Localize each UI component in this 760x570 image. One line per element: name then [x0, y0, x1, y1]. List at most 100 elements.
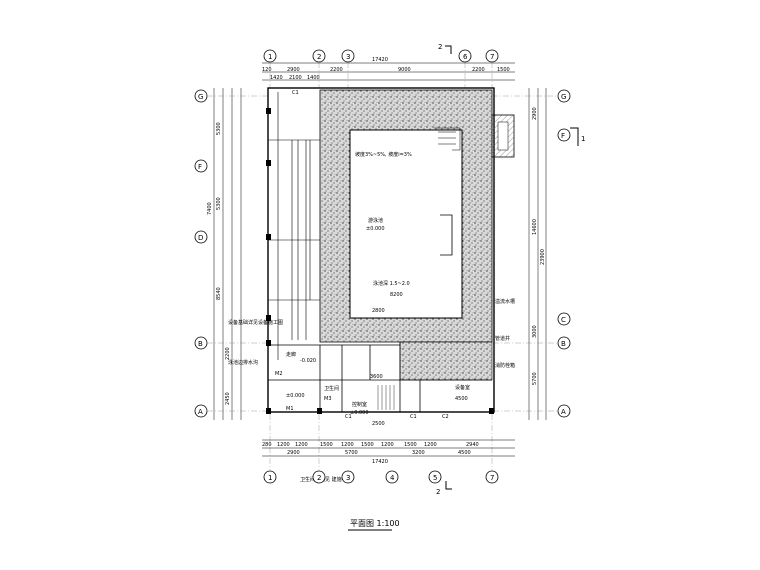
note-left-2: 泳池边排水沟 — [228, 359, 258, 366]
svg-text:F: F — [561, 132, 565, 140]
stair — [377, 385, 395, 410]
wc-label: 卫生间 — [324, 385, 339, 392]
dim-top-2100: 2100 — [289, 75, 302, 81]
svg-text:3: 3 — [346, 53, 350, 61]
column-1 — [266, 108, 271, 114]
svg-text:G: G — [561, 93, 566, 101]
bottom-dimensions — [262, 439, 515, 457]
svg-text:2: 2 — [317, 474, 321, 482]
grid-bubble-bottom-5: 5 — [428, 470, 442, 484]
dim-bottom-2900: 2900 — [287, 450, 300, 456]
note-right-3: 消防栓箱 — [495, 362, 515, 369]
dim-top-2200b: 2200 — [472, 67, 485, 73]
dim-2800: 2800 — [372, 308, 385, 314]
svg-text:5: 5 — [433, 474, 437, 482]
svg-text:C: C — [561, 316, 566, 324]
grid-bubble-left-A: A — [194, 404, 208, 418]
dim-top-1420: 1420 — [270, 75, 283, 81]
svg-text:1: 1 — [268, 474, 272, 482]
grid-bubble-right-G: G — [557, 89, 571, 103]
grid-bubble-bottom-1: 1 — [263, 470, 277, 484]
section-mark-bottom: 2 — [436, 481, 452, 496]
section-mark-right: 1 — [570, 127, 585, 146]
north-projection-inner — [497, 121, 509, 151]
svg-text:7: 7 — [490, 474, 494, 482]
grid-bubble-top-3: 3 — [341, 49, 355, 63]
door-tag-m3: M3 — [324, 396, 332, 402]
svg-text:3: 3 — [346, 474, 350, 482]
top-dimensions — [262, 62, 515, 81]
grid-bubble-bottom-4: 4 — [385, 470, 399, 484]
svg-text:A: A — [561, 408, 566, 416]
dim-bottom-280: 280 — [262, 442, 272, 448]
svg-text:4: 4 — [390, 474, 395, 482]
svg-text:B: B — [198, 340, 203, 348]
dim-right-23900: 23900 — [540, 249, 546, 265]
grid-bubble-top-2: 2 — [312, 49, 326, 63]
window-tag-bottom-2: C1 — [410, 414, 417, 420]
dim-bottom-1500a: 1500 — [320, 442, 333, 448]
stair-level: ±0.000 — [286, 393, 305, 399]
equipment-room-label: 设备室 — [455, 384, 470, 391]
grid-bubble-bottom-3: 3 — [341, 470, 355, 484]
grid-bubble-right-F: F — [557, 128, 571, 142]
svg-text:B: B — [561, 340, 566, 348]
west-corridor — [268, 92, 320, 360]
column-6 — [266, 408, 271, 414]
dim-bottom-5700: 5700 — [345, 450, 358, 456]
right-dimensions — [528, 88, 547, 420]
dim-bottom-2940: 2940 — [466, 442, 479, 448]
column-5 — [266, 340, 271, 346]
dim-left-8540: 8540 — [216, 287, 222, 300]
dim-left-5300b: 5300 — [216, 197, 222, 210]
dim-8200: 8200 — [390, 292, 403, 298]
dim-bottom-3200: 3200 — [412, 450, 425, 456]
pool-basin — [349, 129, 463, 319]
grid-bubble-right-B: B — [557, 336, 571, 350]
equipment-room-dim: 4500 — [455, 396, 468, 402]
grid-bubble-top-1: 1 — [263, 49, 277, 63]
dim-top-120: 120 — [262, 67, 272, 73]
dim-right-5700: 5700 — [532, 372, 538, 385]
svg-text:1: 1 — [268, 53, 272, 61]
note-left-1: 设备基础详见设备施工图 — [228, 319, 283, 326]
grid-bubble-bottom-7: 7 — [485, 470, 499, 484]
svg-text:2: 2 — [436, 488, 440, 496]
lower-rooms — [268, 342, 492, 412]
dim-right-3000: 3000 — [532, 325, 538, 338]
grid-bubble-right-A: A — [557, 404, 571, 418]
overall-width-bottom: 17420 — [372, 459, 388, 465]
svg-text:A: A — [198, 408, 203, 416]
svg-text:G: G — [198, 93, 203, 101]
corridor-level: -0.020 — [300, 358, 316, 364]
column-4 — [266, 315, 271, 321]
dim-left-2200: 2200 — [225, 347, 231, 360]
dim-left-2450: 2450 — [225, 392, 231, 405]
dim-left-7400: 7400 — [207, 202, 213, 215]
grid-bubble-left-D: D — [194, 230, 208, 244]
pool-label: 游泳池 — [368, 217, 383, 224]
grid-bubble-top-7: 7 — [485, 49, 499, 63]
dim-bottom-1500b: 1500 — [361, 442, 374, 448]
corridor-label: 走廊 — [286, 351, 296, 358]
dim-left-5300a: 5300 — [216, 122, 222, 135]
dim-bottom-1200d: 1200 — [381, 442, 394, 448]
window-tag-top: C1 — [292, 90, 299, 96]
grid-bubble-left-F: F — [194, 159, 208, 173]
dim-top-9000: 9000 — [398, 67, 411, 73]
pool-level: ±0.000 — [366, 226, 385, 232]
column-7 — [317, 408, 322, 414]
grid-bubble-left-G: G — [194, 89, 208, 103]
svg-text:1: 1 — [581, 135, 585, 143]
section-mark-top: 2 — [438, 43, 452, 54]
note-right-2: 管道井 — [495, 335, 510, 342]
door-tag-m1: M1 — [286, 406, 294, 412]
svg-text:F: F — [198, 163, 202, 171]
grid-bubble-top-6: 6 — [458, 49, 472, 63]
dim-right-14600: 14600 — [532, 219, 538, 235]
note-right-1: 溢流水槽 — [495, 298, 515, 305]
dim-bottom-1200e: 1200 — [424, 442, 437, 448]
column-3 — [266, 234, 271, 240]
window-tag-bottom-3: C2 — [442, 414, 449, 420]
